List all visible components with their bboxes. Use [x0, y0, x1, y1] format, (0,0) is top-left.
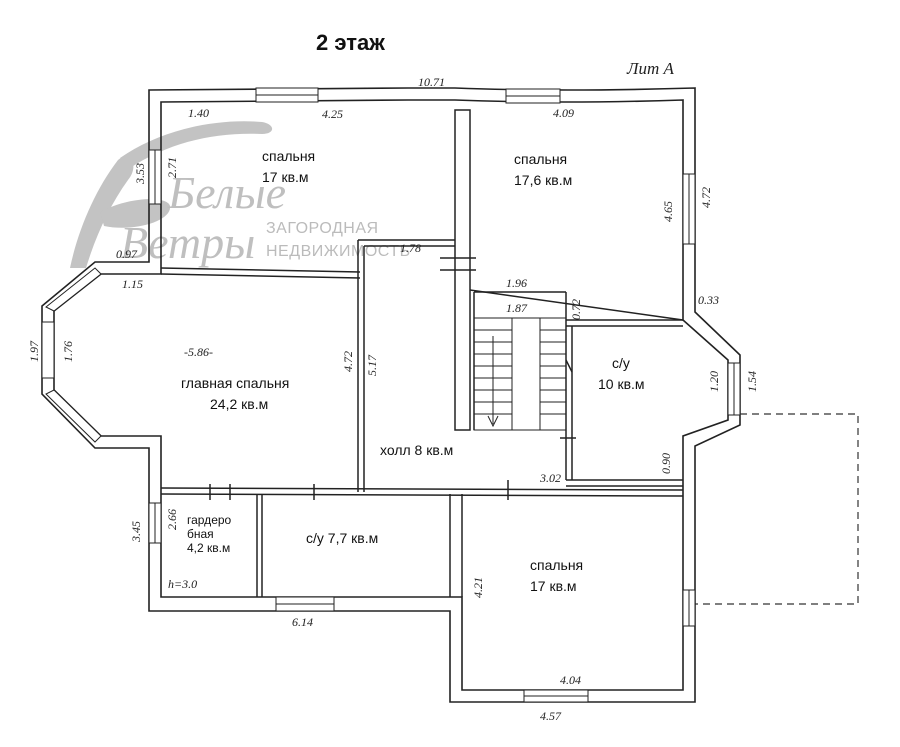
terrace-outline — [695, 413, 859, 605]
room-bedroom-nw: спальня 17 кв.м — [262, 148, 315, 185]
watermark-tagline1: ЗАГОРОДНАЯ — [266, 220, 379, 237]
dim-140: 1.40 — [188, 106, 209, 120]
exterior-walls — [41, 87, 741, 703]
watermark-brand-line1: Белые — [167, 167, 286, 218]
dim-196: 1.96 — [506, 276, 527, 290]
dim-120: 1.20 — [707, 371, 721, 392]
dim-271: 2.71 — [165, 157, 179, 178]
dim-total-width: 10.71 — [418, 75, 445, 89]
windows — [41, 87, 741, 703]
room-bedroom-se-name: спальня — [530, 557, 583, 573]
staircase — [473, 317, 567, 431]
dim-266: 2.66 — [165, 509, 179, 530]
room-bedroom-se-area: 17 кв.м — [530, 578, 577, 594]
dim-465: 4.65 — [661, 201, 675, 222]
lit-label: Лит А — [626, 59, 675, 78]
room-bedroom-nw-name: спальня — [262, 148, 315, 164]
room-bath-east-name: с/у — [612, 355, 630, 371]
room-bath-south-label: с/у 7,7 кв.м — [306, 530, 378, 546]
watermark-tagline2: НЕДВИЖИМОСТЬ — [266, 243, 411, 260]
room-wardrobe-line1: гардеро — [187, 513, 232, 527]
room-bath-east-area: 10 кв.м — [598, 376, 645, 392]
room-wardrobe: гардеро бная 4,2 кв.м — [187, 513, 232, 555]
dim-472b: 4.72 — [341, 351, 355, 372]
dim-302: 3.02 — [539, 471, 561, 485]
dim-176: 1.76 — [61, 341, 75, 362]
room-bedroom-se: спальня 17 кв.м — [530, 557, 583, 594]
watermark-brand-line2: Ветры — [120, 217, 255, 268]
dim-height: h=3.0 — [168, 577, 197, 591]
room-bedroom-ne: спальня 17,6 кв.м — [514, 151, 572, 188]
dim-090: 0.90 — [659, 453, 673, 474]
watermark-logo — [70, 121, 273, 268]
room-wardrobe-line2: бная — [187, 527, 214, 541]
room-master: главная спальня 24,2 кв.м — [181, 375, 289, 412]
dim-457: 4.57 — [540, 709, 562, 723]
dim-586: -5.86- — [184, 345, 213, 359]
dim-097: 0.97 — [116, 247, 138, 261]
room-bath-east: с/у 10 кв.м — [598, 355, 645, 392]
room-wardrobe-area: 4,2 кв.м — [187, 541, 230, 555]
dim-178: 1.78 — [400, 241, 421, 255]
dim-404: 4.04 — [560, 673, 581, 687]
dim-409: 4.09 — [553, 106, 574, 120]
dim-353: 3.53 — [133, 163, 147, 185]
dim-187: 1.87 — [506, 301, 528, 315]
dim-033: 0.33 — [698, 293, 719, 307]
dim-072: 0.72 — [569, 299, 583, 320]
room-hall-label: холл 8 кв.м — [380, 442, 453, 458]
room-bedroom-ne-name: спальня — [514, 151, 567, 167]
dim-425: 4.25 — [322, 107, 343, 121]
room-bedroom-nw-area: 17 кв.м — [262, 169, 309, 185]
dim-421: 4.21 — [471, 577, 485, 598]
dim-115: 1.15 — [122, 277, 143, 291]
dim-197: 1.97 — [27, 340, 41, 362]
dim-517: 5.17 — [365, 354, 379, 376]
room-master-name: главная спальня — [181, 375, 289, 391]
dim-614: 6.14 — [292, 615, 313, 629]
dim-472a: 4.72 — [699, 187, 713, 208]
dim-345: 3.45 — [129, 521, 143, 543]
dim-154: 1.54 — [745, 371, 759, 392]
watermark: Белые Ветры ЗАГОРОДНАЯ НЕДВИЖИМОСТЬ — [70, 121, 411, 268]
room-master-area: 24,2 кв.м — [210, 396, 268, 412]
room-bedroom-ne-area: 17,6 кв.м — [514, 172, 572, 188]
floor-title: 2 этаж — [316, 30, 385, 55]
